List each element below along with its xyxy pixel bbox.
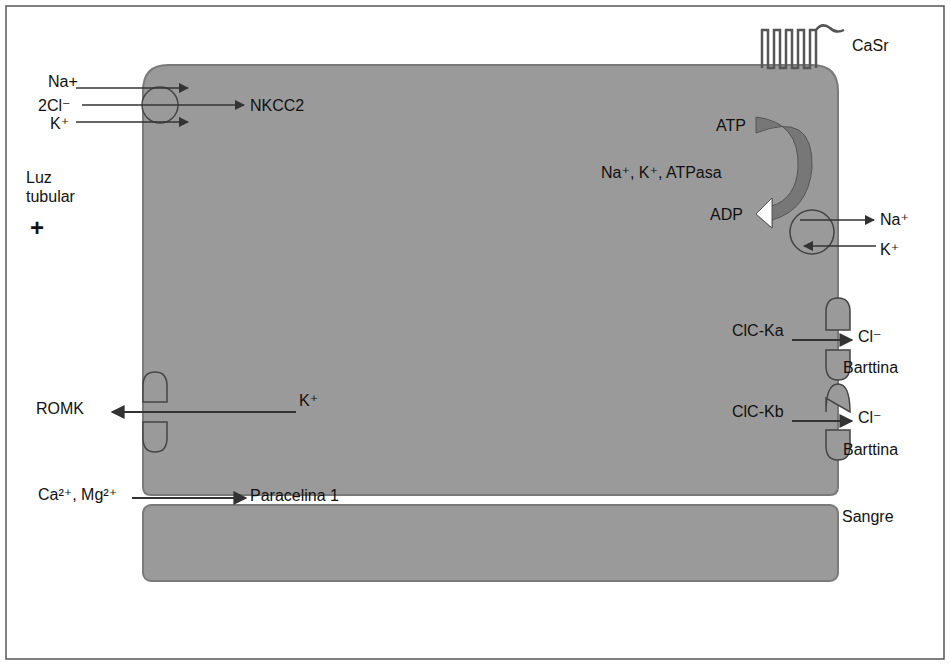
cell-label: NKCC2: [250, 96, 304, 115]
cell-label: Na⁺, K⁺, ATPasa: [601, 163, 722, 182]
pump-symbol: [790, 210, 834, 254]
annotation-label: Luz tubular: [26, 168, 98, 206]
cell-label: ClC-Kb: [732, 402, 784, 421]
annotation-label: +: [30, 214, 44, 242]
annotation-label: Cl⁻: [858, 327, 882, 346]
chloride-channel: [826, 298, 850, 460]
tubular-cell: NKCC2ATP Na⁺, K⁺, ATPasaADP K⁺ ClC-KaClC-Kb: [143, 65, 838, 495]
annotation-label: CaSr: [852, 36, 888, 55]
annotation-label: Na⁺: [880, 210, 909, 229]
receptor-symbol: [762, 25, 844, 68]
cell-label: Sangre: [842, 507, 894, 526]
cell-label: ATP: [716, 116, 746, 135]
annotation-label: Paracelina 1: [250, 486, 339, 505]
cell-label: ClC-Ka: [732, 321, 784, 340]
cell-label: K⁺: [299, 391, 318, 410]
neighbour-cell: [143, 505, 838, 581]
annotation-label: ROMK: [36, 399, 84, 418]
annotation-label: Cl⁻: [858, 408, 882, 427]
tubular-cell: [143, 65, 838, 495]
annotation-label: Barttina: [843, 440, 898, 459]
annotation-label: K⁺: [880, 240, 899, 259]
annotation-label: K⁺: [50, 114, 69, 133]
annotation-label: Barttina: [843, 358, 898, 377]
cell-label: ADP: [710, 205, 743, 224]
annotation-label: 2Cl⁻: [38, 96, 70, 115]
frame: [6, 6, 944, 659]
annotation-label: Na+: [48, 72, 78, 91]
annotation-label: Ca²⁺, Mg²⁺: [38, 485, 117, 504]
neighbour-cell: Sangre: [143, 505, 838, 581]
